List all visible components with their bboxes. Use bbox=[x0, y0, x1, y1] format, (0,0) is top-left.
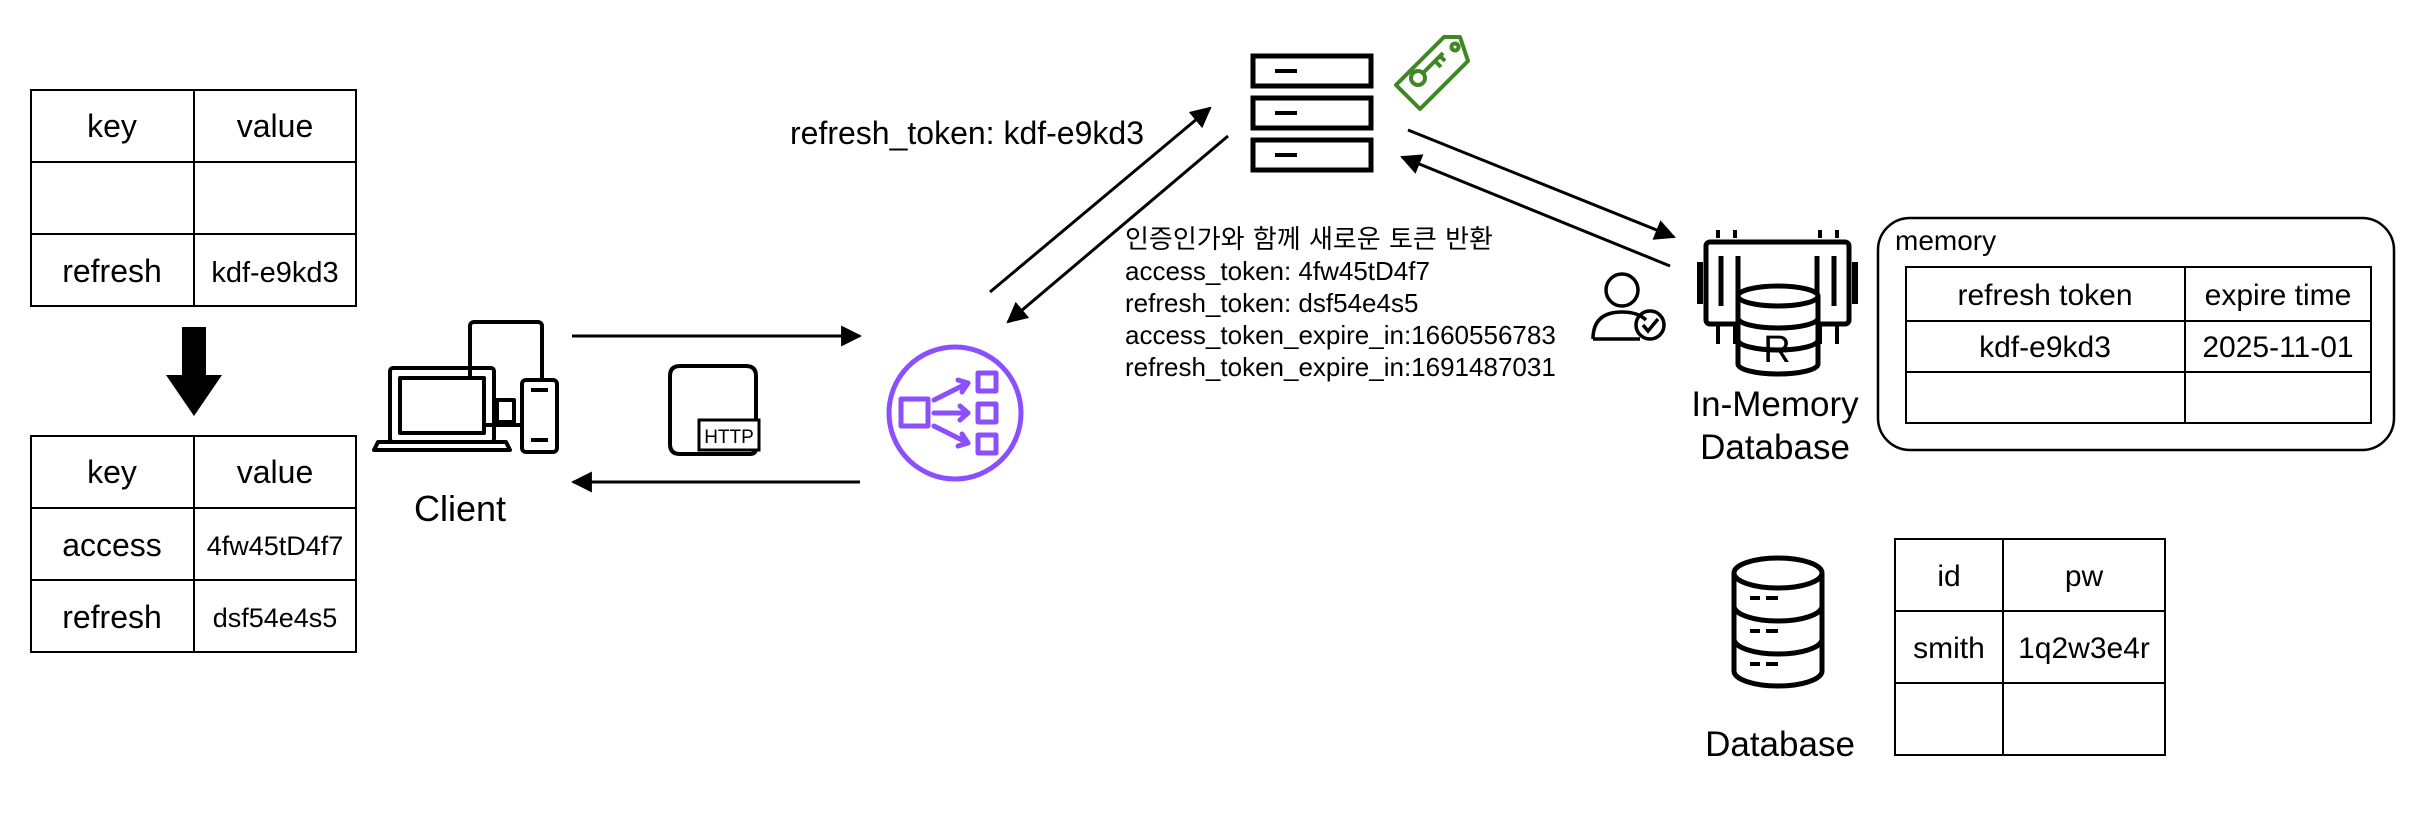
header-value: value bbox=[237, 108, 314, 144]
key-tag-icon bbox=[1394, 35, 1470, 111]
memory-box: memory refresh token expire time kdf-e9k… bbox=[1876, 216, 2396, 452]
header-key: key bbox=[87, 108, 137, 144]
cell-key-refresh: refresh bbox=[62, 599, 162, 635]
response-line-3: refresh_token: dsf54e4s5 bbox=[1125, 288, 1418, 318]
header-refresh-token: refresh token bbox=[1957, 279, 2132, 312]
load-balancer-icon bbox=[886, 344, 1024, 482]
response-line-2: access_token: 4fw45tD4f7 bbox=[1125, 256, 1430, 286]
client-label: Client bbox=[414, 488, 506, 529]
header-expire-time: expire time bbox=[2205, 279, 2352, 312]
database-icon bbox=[1731, 555, 1825, 689]
response-line-5: refresh_token_expire_in:1691487031 bbox=[1125, 352, 1556, 382]
cell-pw: 1q2w3e4r bbox=[2018, 632, 2150, 665]
cell-access-value: 4fw45tD4f7 bbox=[207, 531, 344, 561]
client-before-table: key value refresh kdf-e9kd3 bbox=[30, 89, 357, 307]
response-line-1: 인증인가와 함께 새로운 토큰 반환 bbox=[1125, 225, 1493, 255]
to-server-arrow bbox=[989, 106, 1212, 294]
cell-refresh-value: dsf54e4s5 bbox=[213, 603, 338, 633]
from-server-arrow bbox=[1006, 134, 1229, 324]
http-label: HTTP bbox=[704, 427, 754, 448]
http-document-icon: HTTP bbox=[668, 364, 761, 456]
cell-expire-time: 2025-11-01 bbox=[2202, 331, 2353, 364]
server-stack-icon bbox=[1250, 53, 1374, 173]
inmemory-label-line1: In-Memory bbox=[1691, 385, 1859, 424]
redis-letter: R bbox=[1763, 329, 1790, 371]
db-table: id pw smith 1q2w3e4r bbox=[1894, 538, 2166, 756]
header-id: id bbox=[1937, 560, 1960, 593]
user-check-icon bbox=[1591, 272, 1666, 341]
inmemory-label-line2: Database bbox=[1700, 428, 1850, 467]
database-label: Database bbox=[1705, 725, 1855, 764]
response-line-4: access_token_expire_in:1660556783 bbox=[1125, 320, 1556, 350]
from-memory-arrow bbox=[1400, 154, 1671, 268]
header-value: value bbox=[237, 454, 314, 490]
redis-memory-icon bbox=[1697, 230, 1858, 377]
cell-key-access: access bbox=[62, 527, 162, 563]
cell-refresh-token: kdf-e9kd3 bbox=[1979, 331, 2111, 364]
to-memory-arrow bbox=[1407, 128, 1676, 240]
cell-key-refresh: refresh bbox=[62, 253, 162, 289]
down-arrow-icon bbox=[166, 327, 222, 416]
request-token-label: refresh_token: kdf-e9kd3 bbox=[790, 115, 1144, 151]
client-devices-icon bbox=[372, 320, 559, 454]
memory-title: memory bbox=[1895, 225, 1996, 256]
cell-refresh-value: kdf-e9kd3 bbox=[211, 257, 338, 289]
header-pw: pw bbox=[2065, 560, 2104, 593]
client-after-table: key value access 4fw45tD4f7 refresh dsf5… bbox=[30, 435, 357, 653]
header-key: key bbox=[87, 454, 137, 490]
cell-id: smith bbox=[1913, 632, 1985, 665]
response-text: 인증인가와 함께 새로운 토큰 반환 access_token: 4fw45tD… bbox=[1125, 225, 1556, 382]
